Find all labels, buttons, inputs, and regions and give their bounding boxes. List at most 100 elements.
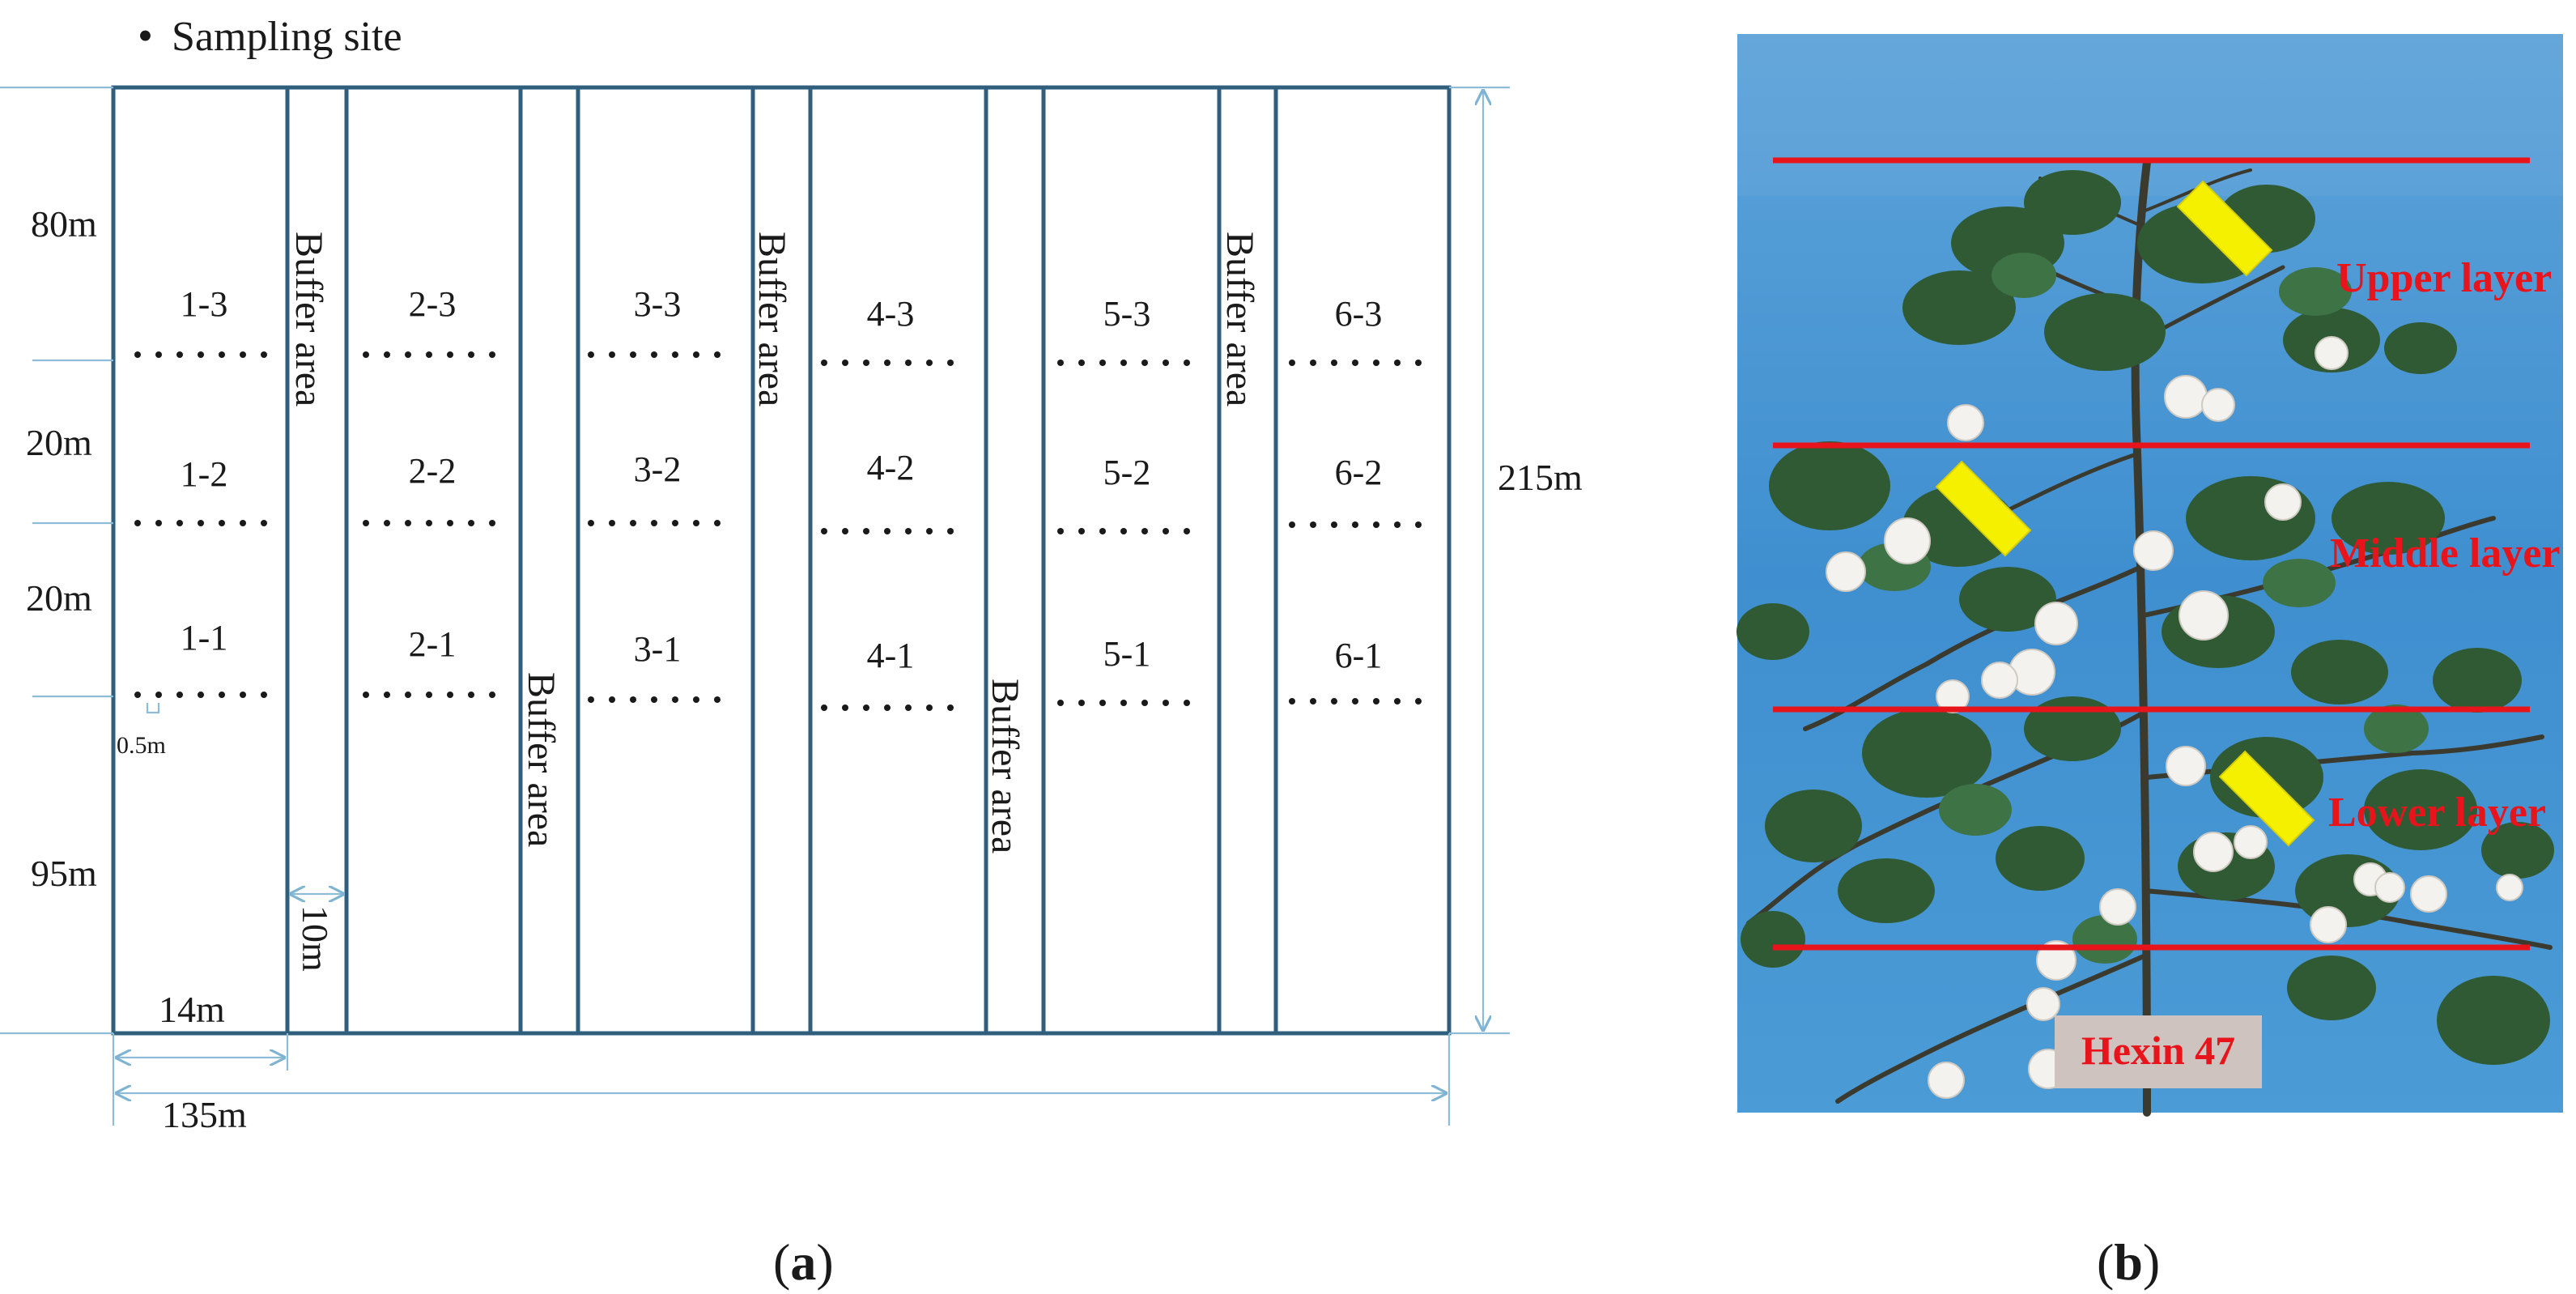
sampling-site-dot <box>489 520 495 526</box>
sampling-site-dot <box>1310 698 1316 704</box>
sampling-site-dot <box>947 360 954 366</box>
sampling-site-dot <box>693 351 699 358</box>
sampling-site-dot <box>1289 360 1295 366</box>
buffer-area-label: Buffer area <box>1218 232 1261 407</box>
sampling-site-dot <box>1184 360 1190 366</box>
sampling-site-dot <box>714 351 721 358</box>
variety-label: Hexin 47 <box>2081 1028 2235 1073</box>
sampling-site-dot <box>1394 360 1401 366</box>
sampling-site-dot <box>588 520 594 526</box>
sampling-site-dot <box>1394 521 1401 528</box>
sampling-row-label: 3-2 <box>634 449 682 489</box>
sampling-site-dot <box>651 696 657 703</box>
sampling-site-dot <box>1078 700 1085 706</box>
sampling-site-dot <box>363 520 369 526</box>
sampling-site-dot <box>1099 700 1106 706</box>
layer-boundaries <box>1773 157 2530 951</box>
sampling-markers <box>1935 180 2315 847</box>
sampling-site-dot <box>1078 528 1085 534</box>
sampling-site-dot <box>1310 360 1316 366</box>
sampling-site-dot <box>363 351 369 358</box>
dim-plot-width-label: 14m <box>159 989 225 1030</box>
buffer-area-label: Buffer area <box>520 672 563 847</box>
sampling-site-dot <box>672 696 678 703</box>
sampling-site-dot <box>134 520 141 526</box>
sampling-site-dot <box>609 520 615 526</box>
sampling-site-dot <box>821 528 827 534</box>
sampling-site-dot <box>1057 360 1064 366</box>
sampling-site-dot <box>630 351 636 358</box>
sampling-site-dot <box>609 696 615 703</box>
sampling-site-dot <box>1394 698 1401 704</box>
sampling-site-dot <box>1163 700 1169 706</box>
sampling-site-dot <box>884 360 891 366</box>
sampling-site-dot <box>219 692 225 698</box>
sampling-site-dot <box>714 520 721 526</box>
lower-layer-label: Lower layer <box>2328 790 2546 836</box>
sampling-site-dot <box>1331 698 1337 704</box>
sampling-site-dot <box>1352 521 1358 528</box>
sampling-site-dot <box>1289 698 1295 704</box>
sampling-site-dot <box>672 351 678 358</box>
sampling-site-dot <box>1352 360 1358 366</box>
sampling-site-dot <box>863 528 869 534</box>
sampling-site-dot <box>155 351 162 358</box>
sampling-site-dot <box>384 692 390 698</box>
dim-dot-spacing-label: 0.5m <box>117 732 166 759</box>
sampling-site-dot <box>176 692 183 698</box>
sampling-site-dot <box>468 692 474 698</box>
dim-bottom-label: 95m <box>31 853 97 894</box>
sampling-site-dot <box>947 528 954 534</box>
sampling-site-dot <box>672 520 678 526</box>
sampling-site-dot <box>842 360 848 366</box>
sampling-site-dot <box>134 692 141 698</box>
sampling-site-dot <box>426 351 432 358</box>
sampling-site-dot <box>1415 521 1422 528</box>
legend-bullet: • <box>138 11 153 60</box>
sampling-row-label: 5-3 <box>1103 294 1151 334</box>
sampling-site-dot <box>630 696 636 703</box>
sampling-site-dot <box>447 520 453 526</box>
sampling-row-label: 5-2 <box>1103 453 1151 492</box>
sampling-site-dot <box>363 692 369 698</box>
field-border <box>111 85 1452 1036</box>
sampling-site-dot <box>1331 521 1337 528</box>
sampling-site-dot <box>905 360 912 366</box>
sampling-site-dot <box>821 360 827 366</box>
sampling-site-dot <box>1141 360 1148 366</box>
sampling-site-dot <box>489 351 495 358</box>
sampling-site-dot <box>1331 360 1337 366</box>
plant-leaves-light <box>1858 253 2429 964</box>
sampling-site-dot <box>240 520 246 526</box>
sampling-site-dot <box>468 520 474 526</box>
sampling-site-dot <box>219 351 225 358</box>
sampling-row-label: 2-3 <box>409 284 457 324</box>
sampling-site-dot <box>905 704 912 711</box>
sampling-site-dot <box>1310 521 1316 528</box>
sampling-site-dot <box>821 704 827 711</box>
sampling-site-dot <box>1120 360 1127 366</box>
panel-a-caption: (a) <box>773 1233 834 1291</box>
dim-buffer-width-label: 10m <box>295 905 336 972</box>
sampling-site-dot <box>863 360 869 366</box>
sampling-site-dot <box>1163 528 1169 534</box>
sampling-site-dot <box>447 351 453 358</box>
buffer-area-label: Buffer area <box>287 232 330 407</box>
sampling-site-dot <box>884 528 891 534</box>
sampling-site-dot <box>261 351 267 358</box>
dim-height-label: 215m <box>1498 457 1583 498</box>
sampling-site-dot <box>1057 528 1064 534</box>
cotton-photo-panel: Upper layer Middle layer Lower layer Hex… <box>1736 34 2563 1117</box>
middle-layer-label: Middle layer <box>2330 530 2561 577</box>
sampling-site-dot <box>630 520 636 526</box>
sampling-site-dot <box>447 692 453 698</box>
sampling-row-label: 1-3 <box>181 284 228 324</box>
sampling-site-dot <box>1289 521 1295 528</box>
sampling-site-dot <box>842 704 848 711</box>
sampling-row-label: 3-1 <box>634 629 682 669</box>
sampling-site-dot <box>1352 698 1358 704</box>
sampling-site-dot <box>426 692 432 698</box>
sampling-site-dot <box>1141 700 1148 706</box>
panel-b-caption: (b) <box>2097 1233 2160 1291</box>
sampling-site-dot <box>176 520 183 526</box>
